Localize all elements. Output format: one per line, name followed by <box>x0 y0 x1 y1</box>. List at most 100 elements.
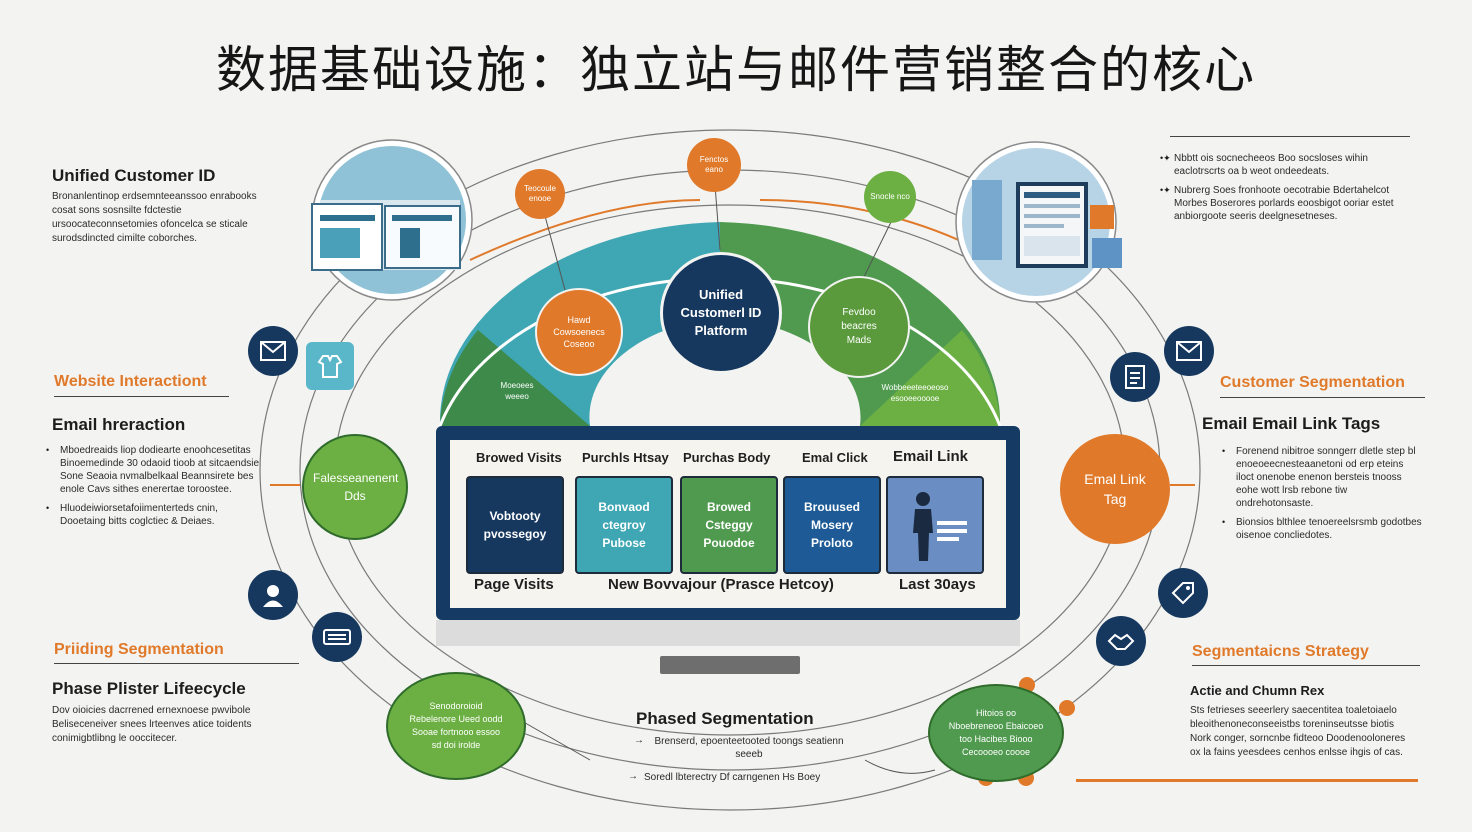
active-body: Sts fetrieses seeerlery saecentitea toal… <box>1190 705 1406 758</box>
pricing-rule <box>54 663 299 664</box>
arch-left-dark-segment <box>440 330 590 426</box>
phased-heading: Phased Segmentation <box>636 709 814 728</box>
email-bullets: •Mboedreaids liop dodiearte enoohcesetit… <box>46 444 262 534</box>
mail-icon-right <box>1164 326 1214 376</box>
bottom-node-right: Hitoios oo Nboebreneoo Ebaicoeo too Haci… <box>928 684 1064 782</box>
right-top-rule <box>1170 136 1410 137</box>
bottom-left-link <box>519 719 591 761</box>
arch-small-left-label: Moeoees weeeo <box>500 381 534 401</box>
connector-left-top <box>469 199 701 261</box>
stem-left <box>544 215 566 291</box>
footer-new-behaviour: New Bovvajour (Prasce Hetcoy) <box>608 576 834 593</box>
col-head-1: Browed Visits <box>476 450 562 465</box>
arrow-right-icon-2: → <box>628 771 638 782</box>
side-node-left-green: Falesseanenent Dds <box>302 434 408 540</box>
seg-strategy-rule <box>1192 665 1420 666</box>
email-link-bullets: •Forenend nibitroe sonngerr dletle step … <box>1222 445 1422 548</box>
card-4-label: Brouused Mosery Proloto <box>803 500 860 550</box>
phased-line-2: Soredl lbterectry Df carngenen Hs Boey <box>644 772 821 783</box>
arch-small-right-label: Wobbeeeteeoeoso esooeeooooe <box>881 383 949 403</box>
card-2-label: Bonvaod ctegroy Pubose <box>598 500 650 550</box>
email-link-bullet-1: •Forenend nibitroe sonngerr dletle step … <box>1222 446 1416 509</box>
col-head-3: Purchas Body <box>683 450 771 465</box>
email-link-bullet-2: •Bionsios blthlee tenoereelsrsmb godotbe… <box>1222 517 1422 541</box>
photo-circle-left <box>311 139 473 301</box>
footer-last-30: Last 30ays <box>899 576 976 593</box>
person-icon <box>913 492 967 561</box>
footer-page-visits: Page Visits <box>474 576 554 593</box>
bottom-connectors <box>519 719 936 774</box>
phased-line-2-row: → Soredl lbterectry Df carngenen Hs Boey <box>628 771 820 784</box>
customer-seg-heading: Customer Segmentation <box>1220 374 1405 391</box>
phase-body: Dov oioicies dacrrened ernexnoese pwvibo… <box>52 705 252 744</box>
stem-center <box>714 184 721 251</box>
customer-seg-rule <box>1220 397 1425 398</box>
node-top-right-green: Snocle nco <box>864 171 916 223</box>
side-node-right-orange: Emal Link Tag <box>1060 434 1170 544</box>
arrow-right-icon: → <box>634 735 644 746</box>
arch-right-light-segment <box>860 330 1000 426</box>
shirt-icon <box>306 342 354 390</box>
bottom-node-right-label: Hitoios oo Nboebreneoo Ebaicoeo too Haci… <box>948 708 1044 757</box>
email-bullet-2: •Hluodeiwiorsetafoiimenterteds cnin, Doo… <box>46 503 218 527</box>
node-top-left-orange: Teocoule enooe <box>515 169 565 219</box>
col-head-4: Emal Click <box>802 450 868 465</box>
arch-node-center-label: Unified Customerl ID Platform <box>680 287 762 338</box>
website-rule <box>54 396 229 397</box>
col-head-2: Purchls Htsay <box>582 450 669 465</box>
profile-icon <box>248 570 298 620</box>
stem-right <box>859 219 893 286</box>
dashboard-screen: Browed Visits Purchls Htsay Purchas Body… <box>436 426 1020 620</box>
photo-circle-right <box>955 141 1122 303</box>
dashboard-screen-inner: Browed Visits Purchls Htsay Purchas Body… <box>450 440 1006 608</box>
arch-node-center: Unified Customerl ID Platform <box>660 252 782 374</box>
right-bottom-orange-rule <box>1076 779 1418 782</box>
phased-line-1: Brenserd, epoenteetooted toongs seatienn… <box>654 736 844 760</box>
email-link-heading: Email Email Link Tags <box>1202 414 1381 433</box>
envelope-icon <box>248 326 298 376</box>
seg-strategy-heading: Segmentaicns Strategy <box>1192 643 1369 660</box>
active-heading: Actie and Chumn Rex <box>1190 683 1325 698</box>
website-heading: Website Interactiont <box>54 373 207 390</box>
card-3: Browed Csteggy Pouodoe <box>680 476 778 574</box>
side-node-right-label: Emal Link Tag <box>1084 471 1146 507</box>
node-top-right-label: Snocle nco <box>870 192 910 201</box>
card-1-label: Vobtooty pvossegoy <box>483 509 547 541</box>
tag-icon <box>1158 568 1208 618</box>
pricing-heading: Priiding Segmentation <box>54 641 224 658</box>
card-3-label: Browed Csteggy Pouodoe <box>703 500 755 550</box>
arch-node-left-label: Hawd Cowsoenecs Coseoo <box>553 315 605 349</box>
node-top-left-label: Teocoule enooe <box>523 184 557 203</box>
card-4: Brouused Mosery Proloto <box>783 476 881 574</box>
arch-node-right-label: Fevdoo beacres Mads <box>841 307 877 346</box>
col-head-5: Email Link <box>893 448 969 465</box>
keyboard-icon <box>312 612 362 662</box>
node-top-center-orange: Fenctos eano <box>687 138 741 192</box>
unified-body: Bronanlentinop erdsemnteeanssoo enrabook… <box>52 191 257 244</box>
document-list-icon <box>1110 352 1160 402</box>
card-1: Vobtooty pvossegoy <box>466 476 564 574</box>
handshake-icon <box>1096 616 1146 666</box>
side-node-left-label: Falesseanenent Dds <box>313 471 399 503</box>
node-top-center-label: Fenctos eano <box>699 155 729 174</box>
right-top-bullets: •✦Nbbtt ois socnecheeos Boo socsloses wi… <box>1160 152 1410 229</box>
card-2: Bonvaod ctegroy Pubose <box>575 476 673 574</box>
monitor-base <box>436 620 1020 646</box>
top-node-stems <box>544 184 893 291</box>
email-bullet-1: •Mboedreaids liop dodiearte enoohcesetit… <box>46 445 260 495</box>
right-top-bullet-2: •✦Nubrerg Soes fronhoote oecotrabie Bder… <box>1160 185 1394 222</box>
right-top-bullet-1: •✦Nbbtt ois socnecheeos Boo socsloses wi… <box>1160 153 1368 177</box>
orbit-ring-outer <box>259 129 1201 811</box>
phase-heading: Phase Plister Lifeecycle <box>52 679 246 698</box>
arch-node-left-orange: Hawd Cowsoenecs Coseoo <box>535 288 623 376</box>
arch-node-right-green: Fevdoo beacres Mads <box>808 276 910 378</box>
phased-line-1-row: → Brenserd, epoenteetooted toongs seatie… <box>634 735 848 761</box>
card-5-person <box>886 476 984 574</box>
bottom-node-left: Senodoroioid Rebelenore Ueed oodd Sooae … <box>386 672 526 780</box>
bottom-right-link <box>864 759 936 774</box>
email-heading: Email hreraction <box>52 415 186 434</box>
monitor-stand <box>660 656 800 674</box>
unified-heading: Unified Customer ID <box>52 166 216 185</box>
bottom-node-left-label: Senodoroioid Rebelenore Ueed oodd Sooae … <box>409 701 503 750</box>
page-title: 数据基础设施：独立站与邮件营销整合的核心 <box>216 41 1256 99</box>
